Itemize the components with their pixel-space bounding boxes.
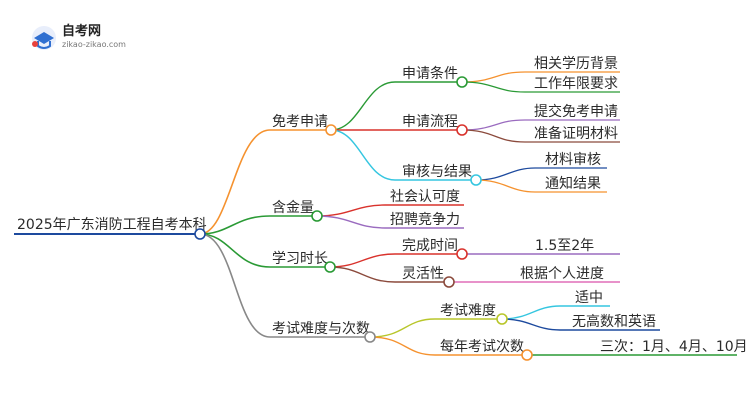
junction-wan-cheng[interactable] [456, 248, 468, 260]
junction-shen-he[interactable] [470, 174, 482, 186]
node-zhun-bei-zheng-ming[interactable]: 准备证明材料 [534, 125, 618, 142]
node-xiang-guan-xue-li[interactable]: 相关学历背景 [534, 56, 618, 72]
junction-han-jin-liang[interactable] [311, 210, 323, 222]
edge-wan-cheng [329, 253, 462, 268]
node-ling-huo-xing[interactable]: 灵活性 [402, 266, 444, 282]
edge-shi-zhong [501, 305, 610, 320]
edge-zhun-bei [461, 129, 620, 143]
node-wu-gao-shu[interactable]: 无高数和英语 [572, 313, 656, 330]
logo-name: 自考网 [62, 23, 101, 39]
node-wan-cheng-shi-jian[interactable]: 完成时间 [402, 238, 458, 254]
edge-ling-huo [329, 266, 449, 283]
node-xue-xi-shi-chang[interactable]: 学习时长 [272, 251, 328, 267]
edge-kao-shi-nan-du [369, 318, 502, 338]
node-shi-zhong[interactable]: 适中 [575, 290, 603, 306]
junction-shen-qing-tiao-jian[interactable] [456, 76, 468, 88]
node-kao-shi-nan-du-yu-ci-shu[interactable]: 考试难度与次数 [272, 321, 370, 337]
node-nian-xian-value[interactable]: 1.5至2年 [535, 238, 594, 254]
edge-tong-zhi [475, 179, 607, 193]
node-ti-jiao-mian-kao[interactable]: 提交免考申请 [534, 103, 618, 120]
root-label: 2025年广东消防工程自考本科 [17, 217, 207, 233]
edge-root-mian-kao [199, 129, 331, 235]
edge-shen-he [330, 129, 476, 181]
logo: 自考网 zikao-zikao.com [32, 23, 126, 50]
node-shen-qing-tiao-jian[interactable]: 申请条件 [402, 65, 458, 82]
edge-shen-qing-tiao-jian [330, 81, 462, 131]
junction-mei-nian[interactable] [521, 349, 533, 361]
edge-root-han-jin-liang [199, 215, 317, 235]
junction-root[interactable] [194, 228, 206, 240]
node-shen-qing-liu-cheng[interactable]: 申请流程 [402, 114, 458, 130]
node-han-jin-liang[interactable]: 含金量 [272, 200, 314, 216]
edge-gong-zuo [461, 81, 620, 93]
junction-xue-xi[interactable] [324, 261, 336, 273]
edge-zhao-pin [316, 215, 464, 229]
node-gong-zuo-nian-xian[interactable]: 工作年限要求 [534, 76, 618, 92]
node-san-ci[interactable]: 三次：1月、4月、10月 [600, 339, 748, 355]
edge-xue-li [461, 71, 620, 83]
node-gen-ju-jin-du[interactable]: 根据个人进度 [520, 266, 604, 282]
junction-kao-shi[interactable] [364, 331, 376, 343]
node-mian-kao-shen-qing[interactable]: 免考申请 [272, 114, 328, 130]
node-mei-nian-kao-shi-ci-shu[interactable]: 每年考试次数 [440, 339, 524, 355]
edge-ti-jiao [461, 119, 620, 131]
edge-she-hui [316, 204, 464, 217]
edge-mei-nian [369, 336, 527, 356]
node-shen-he-yu-jie-guo[interactable]: 审核与结果 [402, 164, 472, 180]
node-zhao-pin-jing-zheng[interactable]: 招聘竞争力 [390, 211, 460, 228]
junction-kao-shi-nan-du[interactable] [496, 313, 508, 325]
edge-root-xue-xi [199, 233, 330, 268]
node-she-hui-ren-ke[interactable]: 社会认可度 [390, 189, 460, 205]
edge-cai-liao [475, 167, 607, 181]
node-root[interactable]: 2025年广东消防工程自考本科 [17, 217, 207, 233]
logo-url: zikao-zikao.com [62, 40, 126, 49]
junction-ling-huo[interactable] [443, 276, 455, 288]
node-tong-zhi-jie-guo[interactable]: 通知结果 [545, 175, 601, 192]
node-kao-shi-nan-du[interactable]: 考试难度 [440, 303, 496, 319]
node-cai-liao-shen-he[interactable]: 材料审核 [545, 152, 601, 168]
junction-shen-qing-liu-cheng[interactable] [456, 124, 468, 136]
edge-wu-gao-shu [501, 318, 660, 331]
junction-mian-kao[interactable] [325, 124, 337, 136]
edge-root-kao-shi [199, 233, 370, 338]
logo-icon [32, 26, 56, 50]
